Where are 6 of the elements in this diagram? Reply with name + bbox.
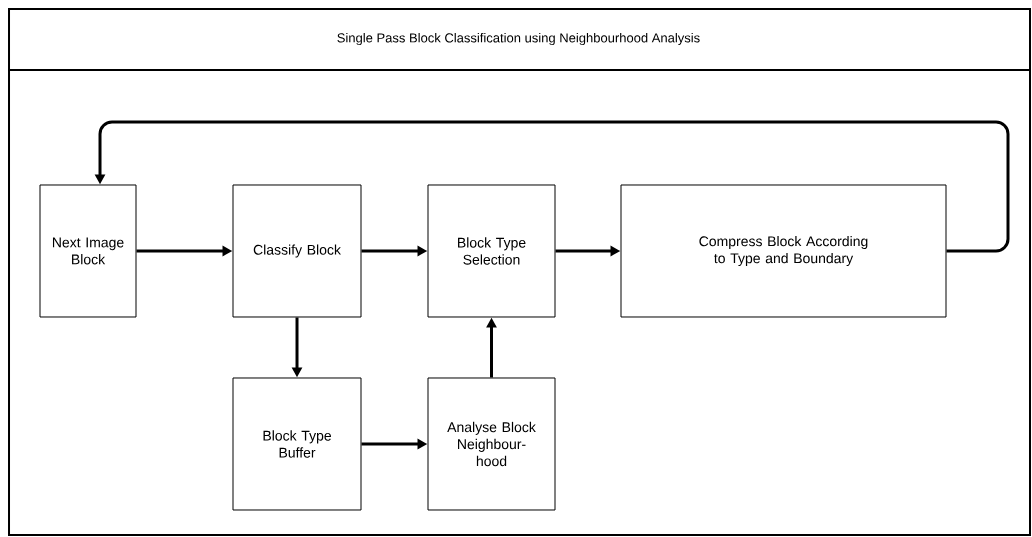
process-box: Next Image Block bbox=[39, 184, 137, 318]
process-box: Block Type Selection bbox=[427, 184, 556, 318]
process-box: Compress Block According to Type and Boundary bbox=[620, 184, 947, 318]
process-box: Block Type Buffer bbox=[232, 377, 362, 511]
process-box: Analyse Block Neighbour-hood bbox=[427, 377, 556, 511]
process-box: Classify Block bbox=[232, 184, 362, 318]
